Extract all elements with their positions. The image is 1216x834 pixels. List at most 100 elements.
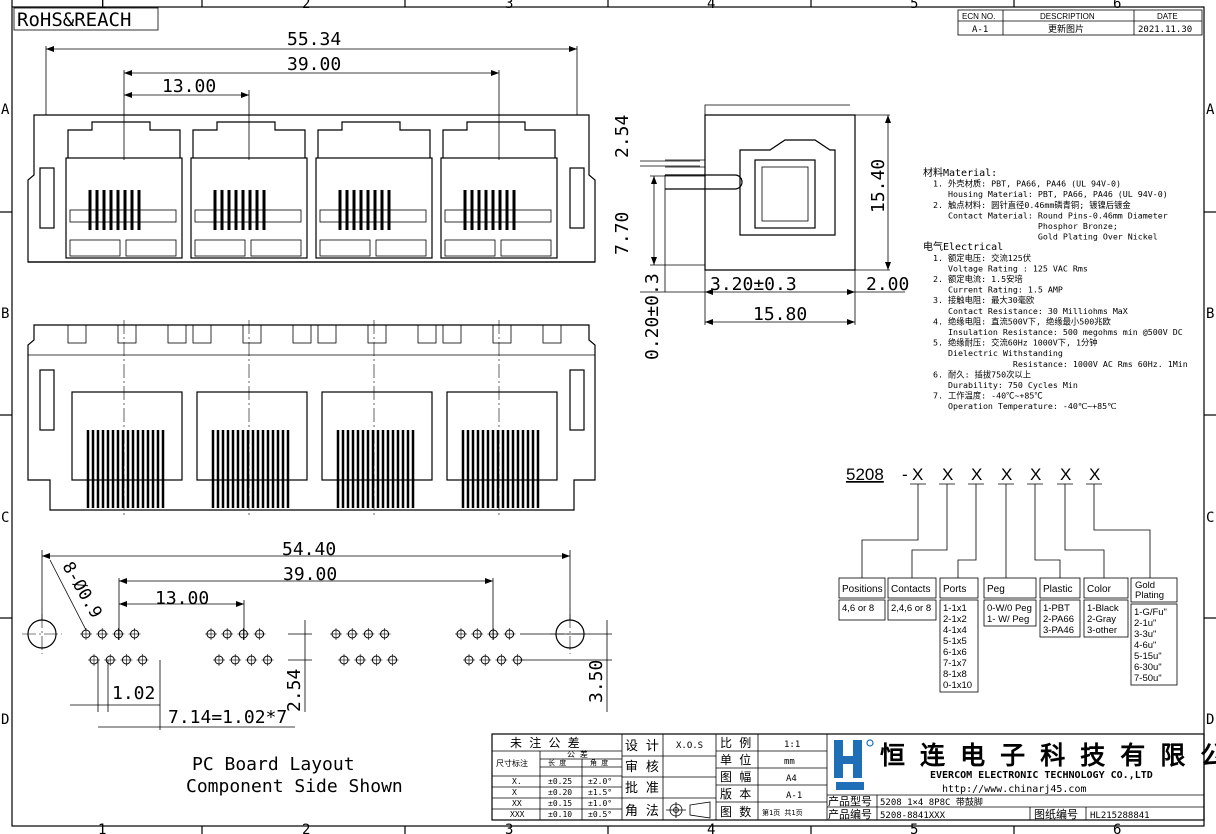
part-field-option: 1-1x1 — [943, 603, 967, 614]
col-number-bottom-6: 6 — [1113, 822, 1121, 834]
tolerance-label: 尺寸标注 — [496, 758, 528, 768]
tolerance-title: 未 注 公 差 — [510, 735, 580, 750]
svg-text:版 本: 版 本 — [720, 787, 751, 801]
spec-note-line: Voltage Rating : 125 VAC Rms — [923, 263, 1088, 273]
pcb-hole — [362, 628, 375, 640]
part-number-dash: - — [902, 465, 908, 484]
product-model-value: 5208 1×4 8P8C 带鼓脚 — [880, 796, 983, 808]
pcb-dim-pin-row: 7.14=1.02*7 — [168, 707, 287, 728]
part-field-option: 2-Gray — [1087, 614, 1116, 625]
col-number-top-1: 1 — [98, 0, 106, 12]
spec-note-line: Durability: 750 Cycles Min — [923, 380, 1078, 390]
pcb-hole — [463, 654, 475, 666]
pcb-hole — [338, 654, 350, 666]
rohs-box — [13, 7, 159, 31]
revision-header-description: DESCRIPTION — [1040, 12, 1095, 21]
part-field-option: 4-6u" — [1134, 640, 1156, 651]
part-field-title: Positions — [842, 584, 883, 595]
part-field-title: Plastic — [1043, 584, 1072, 595]
part-number-slot-3: X — [971, 465, 982, 484]
part-field-title: Gold — [1135, 580, 1155, 591]
svg-text:第1页 共1页: 第1页 共1页 — [762, 808, 803, 817]
pcb-hole — [354, 654, 367, 666]
front-dim-pitch: 13.00 — [162, 76, 216, 97]
part-field-option: 0-W/0 Peg — [987, 603, 1032, 614]
part-field-option: 4,6 or 8 — [842, 603, 874, 614]
side-dim-height: 15.40 — [868, 159, 889, 213]
spec-note-line: Contact Material: Round Pins-0.46mm Diam… — [923, 210, 1168, 220]
pcb-hole-pattern — [80, 628, 524, 666]
spec-note-line: Insulation Resistance: 500 megohms min @… — [923, 327, 1183, 337]
spec-note-line: 3. 接触电阻: 最大30毫欧 — [923, 295, 1035, 305]
spec-note-line: 4. 绝缘电阻: 直流500V下, 绝缘最小500兆欧 — [923, 316, 1111, 326]
front-dim-overall: 55.34 — [287, 29, 341, 50]
col-number-bottom-1: 1 — [98, 822, 106, 834]
pcb-hole — [88, 654, 100, 666]
part-field-option: 2-1x2 — [943, 614, 967, 625]
tolerance-col-length: 长 度 — [548, 758, 566, 767]
spec-note-line: Dielectric Withstanding — [923, 348, 1063, 358]
pcb-dim-pitch-span: 39.00 — [283, 564, 337, 585]
pcb-hole — [455, 628, 467, 640]
part-field-positions: Positions 4,6 or 8 — [838, 577, 886, 621]
col-number-top-4: 4 — [707, 0, 715, 12]
svg-text:X: X — [512, 788, 517, 797]
spec-note-line: 电气Electrical — [923, 240, 1003, 253]
part-field-title: Ports — [943, 584, 966, 595]
col-number-bottom-3: 3 — [505, 822, 513, 834]
part-number-slot-5: X — [1030, 465, 1041, 484]
part-field-option: 1- W/ Peg — [987, 614, 1029, 625]
row-letter-right-c: C — [1206, 510, 1214, 526]
front-port-3 — [315, 121, 433, 259]
side-dim-depth: 15.80 — [753, 304, 807, 325]
pcb-caption-2: Component Side Shown — [186, 776, 403, 797]
svg-text:A4: A4 — [786, 774, 797, 784]
spec-note-line: Resistance: 1000V AC Rms 60Hz. 1Min — [923, 359, 1188, 369]
row-letter-right-b: B — [1206, 306, 1214, 322]
row-letter-right-a: A — [1206, 102, 1215, 118]
col-number-top-3: 3 — [505, 0, 513, 12]
pcb-hole — [346, 628, 359, 640]
svg-text:XX: XX — [512, 799, 522, 808]
col-number-bottom-2: 2 — [302, 822, 310, 834]
part-field-title: Plating — [1135, 590, 1164, 601]
pcb-hole — [511, 654, 524, 666]
part-number: 5208 - X X X X X X X — [846, 465, 1151, 578]
pcb-hole — [128, 628, 141, 640]
part-field-option: 4-1x4 — [943, 625, 967, 636]
part-field-gold-plating: GoldPlating1-G/Fu"2-1u"3-3u"4-6u"5-15u"6… — [1130, 577, 1178, 686]
spec-note-line: 7. 工作温度: -40℃~+85℃ — [923, 391, 1043, 401]
part-field-option: 3-other — [1087, 625, 1117, 636]
svg-text:±0.20: ±0.20 — [548, 788, 572, 797]
pcb-hole — [96, 628, 109, 640]
pcb-hole — [205, 628, 217, 640]
row-letter-left-b: B — [1, 306, 9, 322]
part-field-option: 5-1x5 — [943, 636, 967, 647]
info-table: 比 例 1:1 单 位 mm 图 幅 A4 版 本 A-1 图 数 第1页 共1… — [720, 736, 803, 819]
pcb-dim-hole-callout: 8-Ø0.9 — [58, 559, 106, 622]
part-field-option: 1-PBT — [1043, 603, 1070, 614]
svg-text:X.: X. — [512, 777, 522, 786]
front-port-1 — [65, 121, 183, 259]
pcb-hole — [503, 628, 516, 640]
spec-note-line: Contact Resistance: 30 Milliohms MaX — [923, 306, 1128, 316]
side-dim-standoff: 0.20±0.3 — [642, 273, 663, 360]
product-code-value: 5208-8841XXX — [880, 811, 946, 821]
pcb-hole — [487, 628, 500, 640]
pcb-hole — [378, 628, 391, 640]
row-letter-left-d: D — [1, 712, 9, 728]
svg-text:±1.0°: ±1.0° — [588, 799, 612, 808]
revision-header-date: DATE — [1157, 12, 1178, 21]
revision-date: 2021.11.30 — [1138, 25, 1192, 35]
pcb-layout — [22, 550, 612, 730]
title-block — [491, 733, 1205, 821]
svg-text:±2.0°: ±2.0° — [588, 777, 612, 786]
part-field-option: 6-30u" — [1134, 662, 1162, 673]
pcb-dim-pin-pitch: 1.02 — [112, 683, 155, 704]
company-name-en: EVERCOM ELECTRONIC TECHNOLOGY CO.,LTD — [930, 770, 1153, 781]
